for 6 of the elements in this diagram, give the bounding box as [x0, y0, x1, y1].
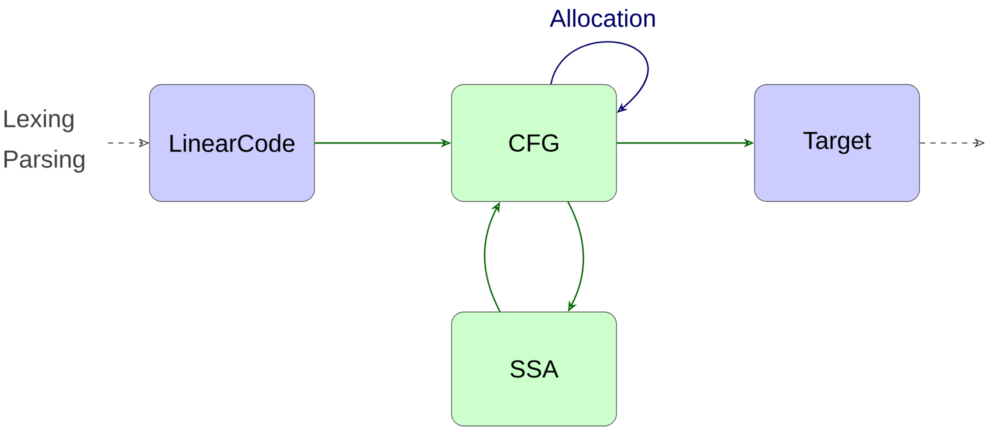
process-box: Target: [754, 84, 920, 202]
process-box: CFG: [451, 84, 617, 202]
edge-label: Allocation: [550, 8, 655, 28]
text-label: Lexing Parsing: [4, 109, 84, 173]
process-box: SSA: [451, 312, 617, 426]
process-box: LinearCode: [149, 84, 315, 202]
